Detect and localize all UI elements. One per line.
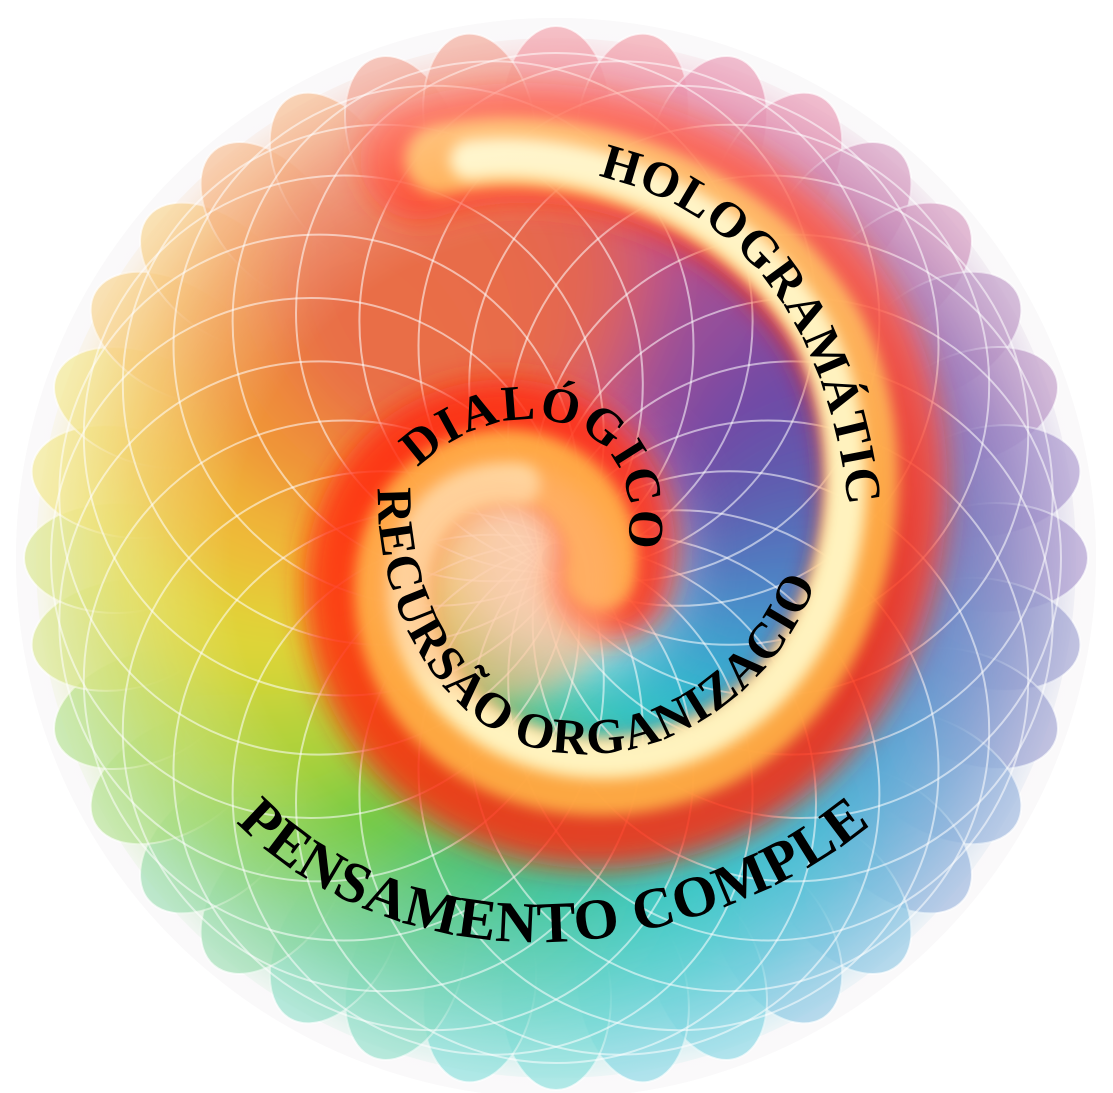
edge-fade: [16, 18, 1096, 1093]
